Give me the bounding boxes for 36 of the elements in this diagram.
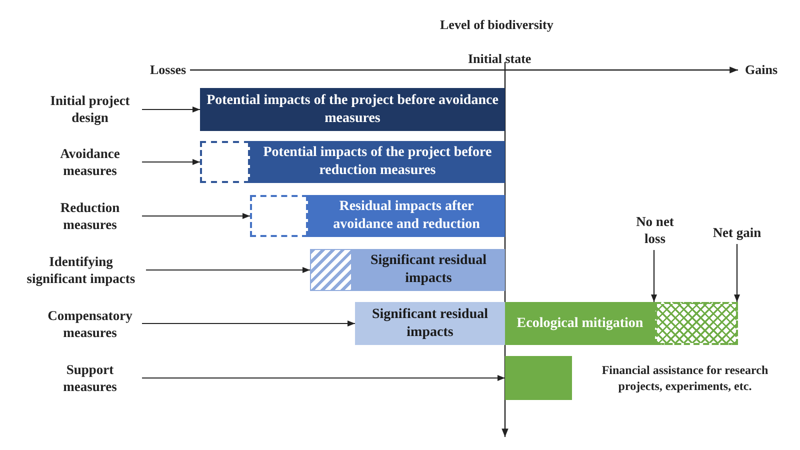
- axis-title: Level of biodiversity: [440, 17, 554, 33]
- impact-bar: [505, 302, 655, 345]
- bar-label: Potential impacts of the project before reduction measures: [262, 144, 493, 180]
- hatched-box: [310, 249, 352, 291]
- impact-bar: [308, 195, 505, 237]
- arrow: [146, 266, 310, 274]
- axis-label: Losses: [150, 62, 186, 78]
- bar-caption: Financial assistance for research projects, experiments, etc.: [600, 362, 770, 394]
- arrow: [734, 244, 740, 302]
- impact-bar: [355, 302, 505, 345]
- axis-label: Gains: [745, 62, 778, 78]
- bar-label: Significant residual impacts: [369, 252, 488, 288]
- arrow: [142, 374, 505, 382]
- row-label: No net loss: [625, 212, 685, 248]
- crosshatched-box: [655, 302, 738, 345]
- row-label: Reduction measures: [40, 197, 140, 235]
- row-label: Identifying significant impacts: [18, 251, 144, 289]
- axis-label: Initial state: [468, 51, 532, 67]
- bar-label: Significant residual impacts: [370, 306, 490, 342]
- arrow: [650, 250, 658, 302]
- bar-label: Potential impacts of the project before avoidance measures: [206, 92, 499, 128]
- arrow: [142, 320, 355, 327]
- impact-bar: [352, 249, 505, 291]
- row-label: Compensatory measures: [40, 305, 140, 343]
- row-label: Net gain: [705, 222, 769, 242]
- row-label: Initial project design: [40, 90, 140, 128]
- impact-bar: [200, 88, 505, 131]
- row-label: Avoidance measures: [40, 143, 140, 181]
- bar-label: Residual impacts after avoidance and reduction: [332, 198, 481, 234]
- arrow: [142, 106, 200, 113]
- arrow: [142, 212, 250, 220]
- row-label: Support measures: [40, 359, 140, 397]
- impact-bar: [250, 141, 505, 183]
- bar-label: Ecological mitigation: [516, 314, 644, 332]
- support-bar: [505, 356, 572, 400]
- arrow: [142, 158, 200, 166]
